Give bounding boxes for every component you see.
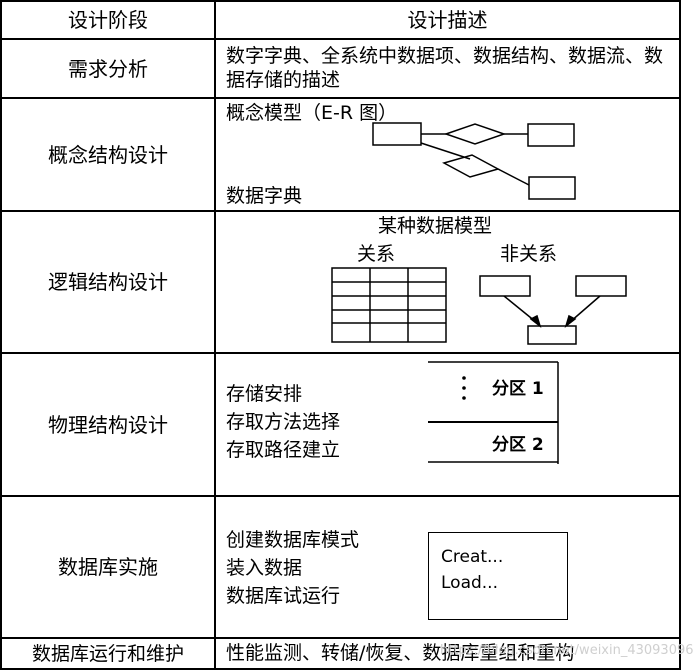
implementation-line-2: 装入数据 <box>226 557 303 579</box>
partition-1-label: 分区 1 <box>492 379 544 399</box>
column-divider <box>214 0 216 670</box>
node-box <box>527 325 577 345</box>
code-line-2: Load... <box>441 573 498 593</box>
code-line-1: Creat... <box>441 547 504 567</box>
table-border-right <box>679 0 681 670</box>
er-diagram <box>372 122 576 200</box>
stage-logical-design: 逻辑结构设计 <box>48 270 168 294</box>
row-divider <box>0 637 681 639</box>
data-model-title: 某种数据模型 <box>378 215 493 237</box>
requirements-description: 数字字典、全系统中数据项、数据结构、数据流、数据存储的描述 <box>226 45 664 91</box>
implementation-line-3: 数据库试运行 <box>226 585 341 607</box>
relational-label: 关系 <box>357 243 396 265</box>
er-diagram-title: 概念模型（E-R 图） <box>226 102 398 124</box>
row-divider <box>0 352 681 354</box>
physical-line-3: 存取路径建立 <box>226 439 341 461</box>
er-relationship-diamond <box>442 154 500 178</box>
physical-line-1: 存储安排 <box>226 383 303 405</box>
er-entity-box <box>372 122 422 146</box>
er-relationship-diamond <box>443 123 507 145</box>
row-divider <box>0 38 681 40</box>
header-description: 设计描述 <box>407 8 488 32</box>
implementation-line-1: 创建数据库模式 <box>226 529 360 551</box>
table-border-bottom <box>0 668 681 670</box>
storage-partition-diagram <box>428 361 559 464</box>
row-divider <box>0 495 681 497</box>
stage-requirements-analysis: 需求分析 <box>68 56 148 81</box>
stage-implementation: 数据库实施 <box>58 555 158 579</box>
stage-physical-design: 物理结构设计 <box>48 412 168 437</box>
operation-description: 性能监测、转储/恢复、数据库重组和重构 <box>226 642 575 664</box>
stage-operation-maintenance: 数据库运行和维护 <box>31 642 184 665</box>
code-box: Creat... Load... <box>428 532 568 620</box>
nonrelational-graph <box>479 275 627 345</box>
er-entity-box <box>528 176 576 200</box>
er-entity-box <box>527 123 575 147</box>
data-model-diagram <box>331 267 627 345</box>
table-border-top <box>0 0 681 2</box>
watermark: https://blog.csdn.net/weixin_43093096 <box>440 643 694 658</box>
row-divider <box>0 210 681 212</box>
stage-conceptual-design: 概念结构设计 <box>48 142 168 167</box>
row-divider <box>0 97 681 99</box>
data-dictionary-note: 数据字典 <box>226 185 303 207</box>
partition-2-label: 分区 2 <box>492 435 544 455</box>
physical-line-2: 存取方法选择 <box>226 411 341 433</box>
header-stage: 设计阶段 <box>68 8 148 32</box>
nonrelational-label: 非关系 <box>500 243 558 265</box>
table-border-left <box>0 0 2 670</box>
node-box <box>575 275 627 297</box>
node-box <box>479 275 531 297</box>
relational-table-grid <box>331 267 447 343</box>
